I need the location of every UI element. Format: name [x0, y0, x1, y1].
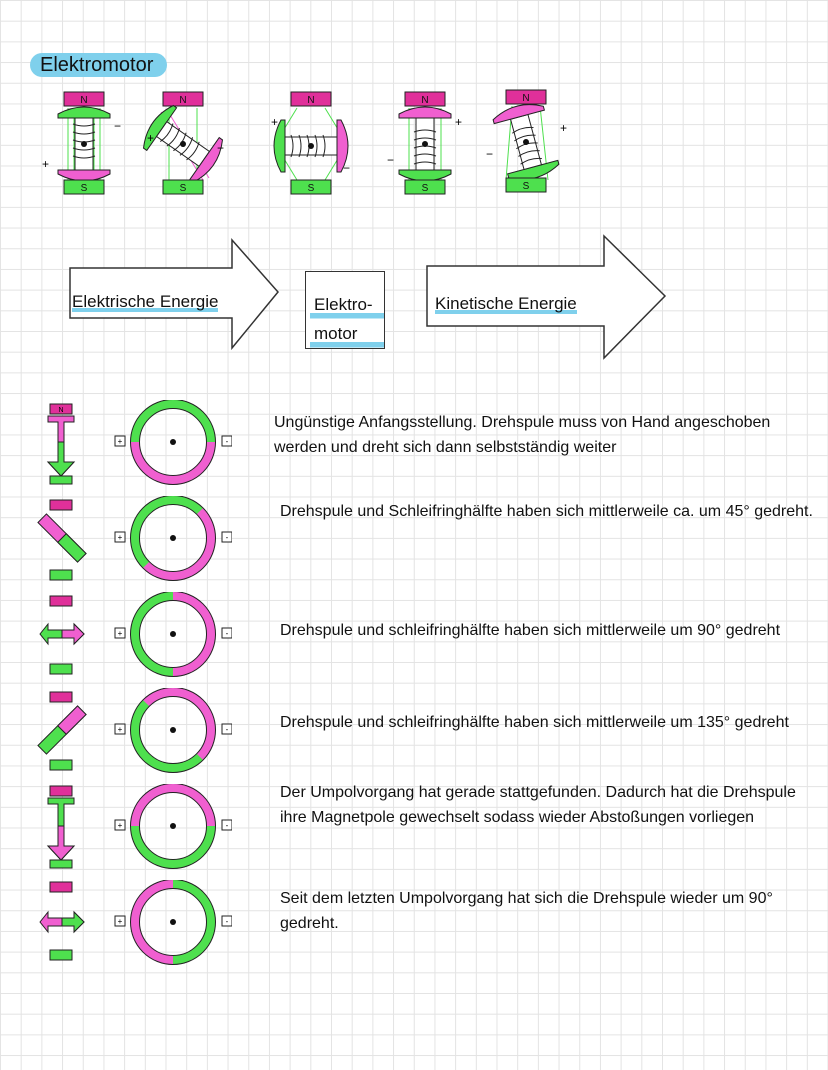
motor-box-line1: Elektro- [310, 292, 384, 321]
svg-text:+: + [42, 157, 49, 171]
svg-text:N: N [58, 407, 63, 414]
mini-motor-icon: N [46, 403, 76, 485]
svg-text:+: + [118, 533, 123, 542]
svg-text:-: - [226, 725, 229, 734]
svg-text:+: + [147, 131, 154, 145]
svg-text:+: + [118, 629, 123, 638]
svg-text:-: - [226, 821, 229, 830]
mini-motor-icon [37, 499, 87, 581]
mini-motor-icon [39, 595, 85, 675]
step-row-2: + - Drehspule und Schleifringhälfte habe… [0, 496, 828, 586]
commutator-ring: + - [114, 496, 232, 581]
step-description: Drehspule und schleifringhälfte haben si… [280, 622, 781, 639]
step-description: Ungünstige Anfangsstellung. Drehspule mu… [274, 414, 771, 456]
step-row-6: + - Seit dem letzten Umpolvorgang hat si… [0, 880, 828, 970]
svg-text:+: + [271, 115, 278, 129]
svg-text:-: - [226, 629, 229, 638]
mini-motor-icon [39, 881, 85, 961]
step-row-4: + - Drehspule und schleifringhälfte habe… [0, 688, 828, 778]
svg-text:-: - [226, 437, 229, 446]
page-title: Elektromotor [30, 53, 168, 77]
svg-text:−: − [387, 153, 394, 167]
svg-text:+: + [118, 917, 123, 926]
mini-motor-icon [46, 785, 76, 869]
commutator-ring: + - [114, 592, 232, 677]
step-description: Der Umpolvorgang hat gerade stattgefunde… [280, 784, 796, 826]
svg-text:+: + [118, 821, 123, 830]
step-description: Drehspule und Schleifringhälfte haben si… [280, 503, 813, 520]
svg-text:−: − [114, 119, 121, 133]
svg-text:-: - [226, 917, 229, 926]
svg-text:+: + [118, 725, 123, 734]
output-energy-label: Kinetische Energie [435, 294, 577, 316]
commutator-ring: + - [114, 784, 232, 869]
mini-motor-icon [37, 691, 87, 771]
step-row-1: N + - Ungünstige Anfangsstellung. Drehsp… [0, 400, 828, 490]
motor-box-line2: motor [310, 321, 384, 350]
svg-text:−: − [343, 161, 350, 175]
commutator-ring: + - [114, 400, 232, 485]
step-description: Drehspule und schleifringhälfte haben si… [280, 714, 789, 731]
commutator-ring: + - [114, 688, 232, 773]
svg-text:−: − [486, 147, 493, 161]
svg-text:-: - [226, 533, 229, 542]
svg-text:+: + [560, 121, 567, 135]
step-row-3: + - Drehspule und schleifringhälfte habe… [0, 592, 828, 682]
motor-sequence-illustration: N S − + + − + [42, 89, 567, 195]
svg-text:+: + [118, 437, 123, 446]
commutator-ring: + - [114, 880, 232, 965]
step-description: Seit dem letzten Umpolvorgang hat sich d… [280, 890, 773, 932]
svg-text:+: + [455, 115, 462, 129]
svg-text:−: − [217, 141, 224, 155]
step-row-5: + - Der Umpolvorgang hat gerade stattgef… [0, 784, 828, 874]
input-energy-label: Elektrische Energie [72, 292, 219, 314]
motor-box: Elektro- motor [305, 271, 385, 350]
